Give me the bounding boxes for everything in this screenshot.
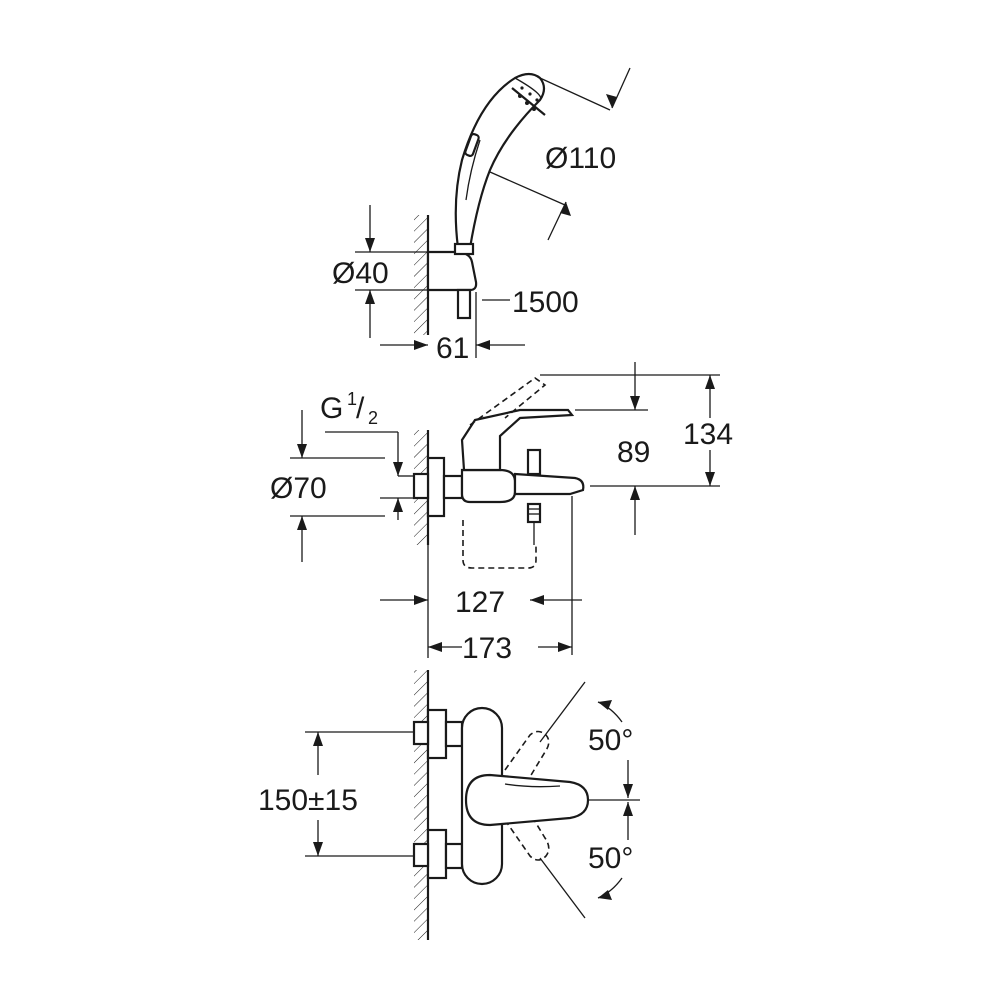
shower-holder — [426, 250, 478, 292]
wall-hatch-bottom — [414, 670, 428, 940]
lever-open-position — [469, 377, 547, 426]
rosette-diameter-label: Ø70 — [270, 472, 327, 505]
dim-showerhead-diameter: Ø110 — [489, 67, 631, 241]
dim-total-projection: 173 — [427, 545, 572, 665]
thread-slash-label: / — [356, 392, 365, 425]
thread-numerator-label: 1 — [347, 389, 357, 409]
mixer-top-view: 50° 50° 150±15 — [258, 670, 640, 940]
total-projection-label: 173 — [462, 632, 512, 665]
lower-nut — [444, 842, 464, 870]
dim-rosette-diameter: Ø70 — [270, 410, 385, 562]
spout-height-label: 89 — [617, 436, 650, 469]
hose-length-label: 1500 — [512, 286, 579, 319]
dim-total-height: 134 — [540, 374, 733, 486]
hose-outlet — [526, 502, 542, 524]
wall-hatch-top — [414, 215, 428, 335]
handle-angle-down-label: 50° — [588, 842, 633, 875]
spray-face — [511, 86, 546, 116]
holder-projection-label: 61 — [436, 332, 469, 365]
wall-connector — [412, 472, 430, 500]
lower-connector — [412, 842, 430, 868]
angle-line-up — [539, 681, 586, 743]
centre-distance-label: 150±15 — [258, 784, 358, 817]
dim-spout-projection: 127 — [380, 496, 582, 655]
dim-thread: G 1 / 2 — [320, 389, 414, 520]
thread-prefix-label: G — [320, 392, 343, 425]
lever-handle — [460, 408, 575, 472]
diverter — [526, 448, 542, 476]
spray-button — [464, 133, 480, 157]
hand-shower-view: Ø110 Ø40 1500 61 — [332, 67, 631, 365]
mixer-side-view: G 1 / 2 Ø70 89 — [270, 362, 733, 665]
angle-line-down — [539, 857, 586, 919]
upper-nut — [444, 720, 464, 748]
upper-connector — [412, 720, 430, 746]
hose-path — [462, 520, 537, 569]
dim-hose-length: 1500 — [482, 286, 579, 319]
handle-down-position — [504, 799, 550, 861]
hose-stub — [456, 288, 472, 320]
thread-denominator-label: 2 — [368, 408, 378, 428]
hose-nut — [453, 242, 475, 256]
hand-shower — [454, 72, 546, 250]
holder-diameter-label: Ø40 — [332, 257, 389, 290]
showerhead-diameter-label: Ø110 — [545, 142, 616, 175]
spout-projection-label: 127 — [455, 586, 505, 619]
total-height-label: 134 — [683, 418, 733, 451]
eccentric-nut — [442, 474, 464, 500]
dim-centre-distance: 150±15 — [258, 731, 414, 857]
spout — [513, 472, 585, 496]
mixer-body — [460, 468, 517, 504]
dim-holder-diameter: Ø40 — [332, 205, 428, 338]
upper-rosette — [426, 708, 448, 760]
dim-holder-projection: 61 — [380, 292, 525, 365]
handle-angle-up-label: 50° — [588, 724, 633, 757]
lower-rosette — [426, 828, 448, 880]
handle-centre — [464, 773, 590, 827]
dim-spout-height: 89 — [575, 362, 720, 535]
rosette — [426, 456, 446, 518]
